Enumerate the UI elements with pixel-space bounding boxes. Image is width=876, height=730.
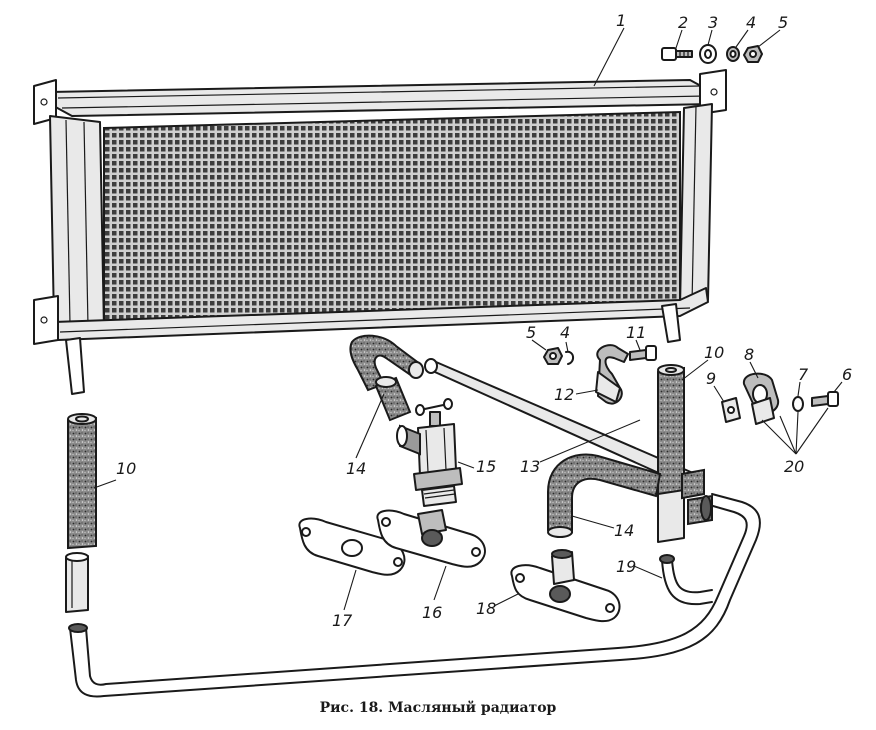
flange-18	[510, 549, 621, 623]
callout-16: 16	[422, 603, 442, 622]
washer-7	[792, 396, 804, 412]
callout-14-left: 14	[346, 459, 366, 478]
hose-elbow-14-lower	[547, 453, 662, 538]
spring-washer-4-top	[726, 46, 740, 62]
bolt-2	[661, 47, 693, 61]
callout-4-mid: 4	[560, 323, 570, 342]
bolt-6	[811, 391, 839, 407]
clamp-8	[742, 372, 780, 425]
nut-5-mid	[543, 347, 563, 365]
callout-20: 20	[784, 457, 804, 476]
bolt-11	[629, 345, 657, 361]
callout-4-top: 4	[746, 13, 756, 32]
callout-3: 3	[708, 13, 718, 32]
pipe-19	[68, 493, 761, 698]
callout-19: 19	[616, 557, 636, 576]
callout-1: 1	[616, 11, 626, 30]
callout-13: 13	[520, 457, 540, 476]
clamp-12	[595, 344, 629, 405]
callout-14-right: 14	[614, 521, 634, 540]
hose-10-left	[67, 413, 97, 550]
callout-10-right: 10	[704, 343, 724, 362]
callout-10-left: 10	[116, 459, 136, 478]
flange-16	[376, 509, 486, 568]
callout-8: 8	[744, 345, 754, 364]
callout-labels: 1 2 3 4 5 5 4 11 10 8 9 7 6 12 20 10 14 …	[116, 11, 852, 630]
callout-17: 17	[332, 611, 353, 630]
spring-washer-4-mid	[565, 350, 574, 365]
hose-short-14	[374, 376, 412, 422]
tube-stub-left	[65, 552, 89, 613]
hose-10-right	[657, 364, 685, 500]
valve-15	[396, 398, 463, 507]
clamp-block-9	[721, 397, 741, 423]
leader-lines	[93, 27, 843, 611]
flange-17	[298, 517, 406, 576]
callout-18: 18	[476, 599, 496, 618]
washer-3	[699, 44, 717, 64]
callout-9: 9	[706, 369, 716, 388]
tee-fitting	[657, 468, 713, 543]
hose-elbow-14-upper	[349, 334, 424, 392]
callout-2: 2	[678, 13, 688, 32]
callout-6: 6	[842, 365, 852, 384]
figure-caption: Рис. 18. Масляный радиатор	[319, 700, 557, 716]
callout-7: 7	[798, 365, 809, 384]
callout-15: 15	[476, 457, 496, 476]
callout-5-mid: 5	[526, 323, 536, 342]
nut-5-top	[743, 45, 763, 63]
callout-11: 11	[626, 323, 646, 342]
callout-5-top: 5	[778, 13, 788, 32]
radiator-core	[33, 69, 727, 395]
callout-12: 12	[554, 385, 574, 404]
